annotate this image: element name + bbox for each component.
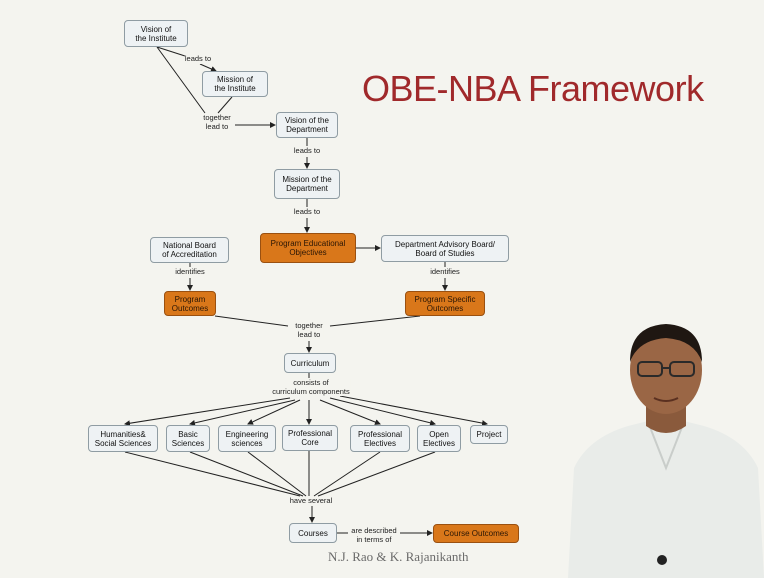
node-project: Project: [470, 425, 508, 444]
node-curriculum: Curriculum: [284, 353, 336, 373]
node-humanities-social-sciences: Humanities& Social Sciences: [88, 425, 158, 452]
node-basic-sciences: Basic Sciences: [166, 425, 210, 452]
label-leads-to: leads to: [293, 146, 321, 156]
label-leads-to: leads to: [184, 54, 212, 64]
node-professional-electives: Professional Electives: [350, 425, 410, 452]
node-mission-institute: Mission of the Institute: [202, 71, 268, 97]
label-identifies: identifies: [430, 267, 460, 277]
label-leads-to: leads to: [293, 207, 321, 217]
node-engineering-sciences: Engineering sciences: [218, 425, 276, 452]
node-program-outcomes: Program Outcomes: [164, 291, 216, 316]
node-professional-core: Professional Core: [282, 425, 338, 451]
label-identifies: identifies: [175, 267, 205, 277]
label-consists-of: consists of curriculum components: [272, 378, 350, 396]
node-courses: Courses: [289, 523, 337, 543]
slide-credit: N.J. Rao & K. Rajanikanth: [328, 549, 469, 564]
label-together-lead-to: together lead to: [203, 113, 231, 131]
node-course-outcomes: Course Outcomes: [433, 524, 519, 543]
node-program-educational-objectives: Program Educational Objectives: [260, 233, 356, 263]
label-have-several: have several: [289, 496, 333, 506]
label-described-in-terms-of: are described in terms of: [351, 526, 397, 544]
label-together-lead-to: together lead to: [295, 321, 323, 339]
node-national-board-of-accreditation: National Board of Accreditation: [150, 237, 229, 263]
node-vision-department: Vision of the Department: [276, 112, 338, 138]
node-vision-institute: Vision of the Institute: [124, 20, 188, 47]
node-department-advisory-board: Department Advisory Board/ Board of Stud…: [381, 235, 509, 262]
slide-title: OBE-NBA Framework: [362, 68, 704, 109]
presenter-image: [568, 324, 764, 578]
node-program-specific-outcomes: Program Specific Outcomes: [405, 291, 485, 316]
node-open-electives: Open Electives: [417, 425, 461, 452]
node-mission-department: Mission of the Department: [274, 169, 340, 199]
